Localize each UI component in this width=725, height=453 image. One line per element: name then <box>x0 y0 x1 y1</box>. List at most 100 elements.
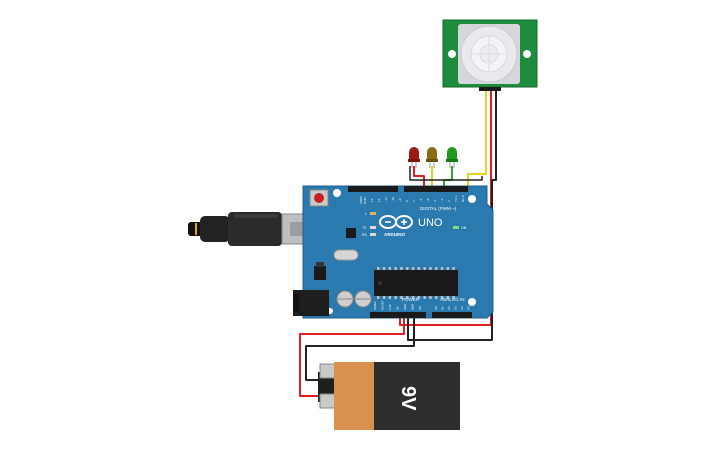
analog-pin-label: A4 <box>460 306 464 310</box>
chip-pin <box>388 296 392 299</box>
power-pin-label: 3.3V <box>388 304 392 310</box>
chip-pin <box>440 296 444 299</box>
analog-pin-label: A2 <box>447 306 451 310</box>
chip-pin <box>382 267 386 270</box>
mounting-hole <box>333 189 341 197</box>
chip-pin <box>411 296 415 299</box>
led-red[interactable] <box>408 147 420 168</box>
power-pin-label: GND <box>403 304 407 310</box>
dc-power-jack[interactable] <box>293 290 329 316</box>
battery-label-band <box>334 362 374 430</box>
chip-pin <box>423 267 426 270</box>
brand-label: ARDUINO <box>384 232 405 237</box>
tx-led <box>370 226 376 229</box>
chip-pin <box>388 267 392 270</box>
chip-pin <box>400 296 403 299</box>
chip-pin <box>440 267 444 270</box>
arduino-logo <box>379 215 413 229</box>
chip-pin <box>377 267 380 270</box>
wire-led-gnd[interactable] <box>409 166 483 181</box>
digital-pin-label: ~5 <box>426 198 430 202</box>
capacitor <box>336 290 354 308</box>
mounting-hole <box>523 50 531 58</box>
power-pin-label: GND <box>411 304 415 310</box>
reset-button[interactable] <box>309 189 329 207</box>
chip-pin <box>435 267 438 270</box>
chip-pin <box>429 296 432 299</box>
digital-pin-label: RX 0 <box>461 195 465 202</box>
chip-pin <box>423 296 426 299</box>
gnd-label: GND <box>363 197 367 205</box>
digital-pin-label: 2 <box>447 200 451 202</box>
digital-header-row <box>348 186 468 192</box>
power-led <box>453 226 459 229</box>
on-label: ON <box>461 226 467 230</box>
voltage-regulator <box>314 266 326 280</box>
chip-pin <box>446 267 450 270</box>
usb-cable[interactable] <box>188 212 311 246</box>
digital-pin-label: ~3 <box>440 198 444 202</box>
aref-label: AREF <box>359 196 363 204</box>
analog-pin-label: A5 <box>467 306 471 310</box>
digital-pin-label: ~6 <box>419 198 423 202</box>
atmega-chip <box>374 267 458 299</box>
wire-led-red[interactable] <box>413 166 425 186</box>
digital-pin-label: ~9 <box>398 198 402 202</box>
analog-pin-label: A1 <box>441 306 445 310</box>
power-pin-label: 5V <box>396 306 400 310</box>
digital-label: DIGITAL (PWM ~) <box>420 206 457 211</box>
digital-pin-label: ~10 <box>391 197 395 202</box>
digital-pin-label: 4 <box>433 200 437 202</box>
analog-pin-label: A3 <box>454 306 458 310</box>
chip-pin <box>382 296 386 299</box>
chip-pin <box>406 267 409 270</box>
chip-pin <box>429 267 432 270</box>
wire-battery-negative[interactable] <box>305 318 415 381</box>
battery-9v[interactable]: 9V <box>318 362 460 430</box>
tx-label: TX <box>362 226 367 230</box>
power-pin-label: Vin <box>418 306 422 310</box>
mounting-hole <box>468 195 476 203</box>
chip-pin <box>452 296 455 299</box>
crystal-oscillator <box>333 249 359 261</box>
chip-pin <box>417 267 421 270</box>
led-yellow[interactable] <box>426 147 438 168</box>
chip-pin <box>452 267 455 270</box>
digital-pin-label: 12 <box>377 198 381 202</box>
analog-pin-label: A0 <box>434 306 438 310</box>
usb-chip <box>346 228 356 238</box>
power-label: POWER <box>402 297 420 302</box>
digital-pin-label: 8 <box>405 200 409 202</box>
l-label: L <box>365 212 367 216</box>
chip-pin <box>435 296 438 299</box>
chip-pin <box>446 296 450 299</box>
wire-led-green[interactable] <box>443 166 453 186</box>
power-pin-label: IOREF <box>373 301 377 310</box>
capacitor <box>354 290 372 308</box>
digital-pin-label: ~11 <box>384 197 388 202</box>
rx-label: RX <box>362 233 368 237</box>
chip-pin <box>417 296 421 299</box>
chip-pin <box>406 296 409 299</box>
led-green[interactable] <box>446 147 458 168</box>
analog-header <box>432 312 472 318</box>
chip-pin <box>400 267 403 270</box>
wire-battery-positive[interactable] <box>299 318 405 397</box>
analog-label: ANALOG IN <box>440 297 465 302</box>
pir-motion-sensor[interactable] <box>442 19 538 91</box>
chip-pin <box>377 296 380 299</box>
rx-led <box>370 233 376 236</box>
power-header <box>370 312 426 318</box>
chip-pin <box>394 296 397 299</box>
mounting-hole <box>468 298 476 306</box>
l-led <box>370 212 376 215</box>
mounting-hole <box>448 50 456 58</box>
chip-pin <box>394 267 397 270</box>
model-label: UNO <box>418 217 443 229</box>
wire-pir-signal[interactable] <box>467 90 487 186</box>
